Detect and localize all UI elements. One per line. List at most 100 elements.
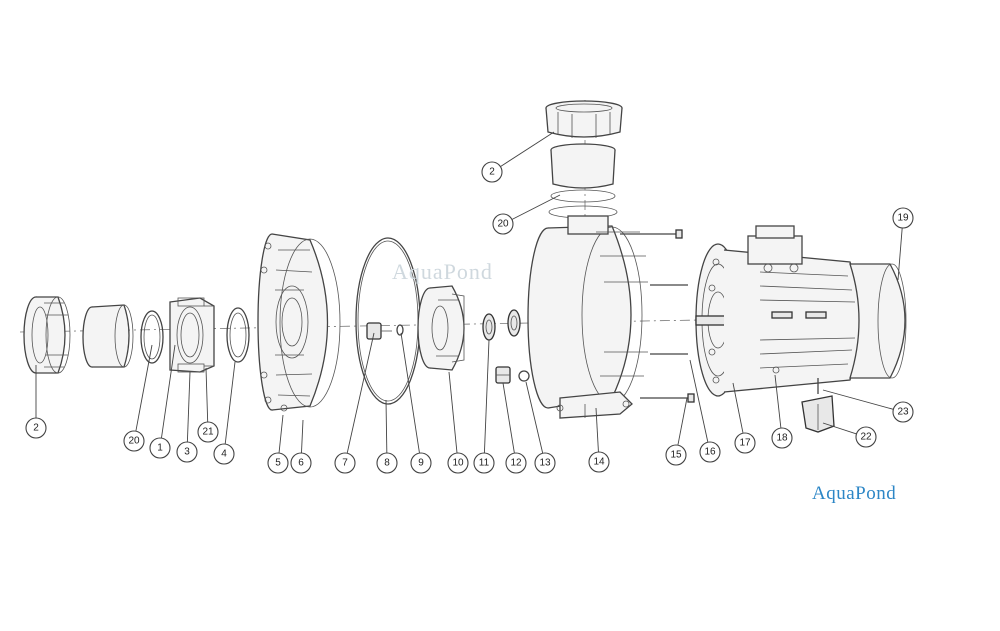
- part-11-seal: [482, 313, 496, 341]
- callout-number: 7: [342, 458, 348, 469]
- callout-circle: [334, 452, 356, 474]
- callout-number: 23: [897, 407, 909, 418]
- part-18-motor-body: [723, 225, 861, 393]
- leader-line: [500, 131, 555, 167]
- callout-circle: [473, 452, 495, 474]
- callout-12: 12: [502, 382, 527, 474]
- part-12-plug: [495, 366, 511, 384]
- callout-number: 16: [704, 447, 716, 458]
- callout-16: 16: [689, 359, 721, 463]
- part-20-pipe-tail-left: [82, 304, 134, 368]
- callout-number: 9: [418, 458, 424, 469]
- callout-number: 3: [184, 447, 190, 458]
- part-1-o-ring: [140, 310, 164, 364]
- leader-line: [822, 422, 857, 435]
- callout-20: 20: [123, 344, 153, 452]
- leader-line: [525, 381, 544, 454]
- callout-7: 7: [334, 332, 375, 474]
- callout-circle: [410, 452, 432, 474]
- part-3-flange-connector: [169, 297, 215, 373]
- callout-number: 2: [33, 423, 39, 434]
- leader-line: [278, 414, 284, 454]
- leader-line: [301, 419, 304, 454]
- callout-circle: [290, 452, 312, 474]
- callout-number: 8: [384, 458, 390, 469]
- leader-line: [205, 367, 209, 423]
- part-11b-seal: [507, 309, 521, 337]
- leader-line: [774, 374, 782, 429]
- callout-circle: [213, 443, 235, 465]
- callout-circle: [892, 207, 914, 229]
- callout-19: 19: [892, 207, 914, 281]
- leader-line: [400, 332, 420, 454]
- callout-number: 21: [202, 427, 214, 438]
- callout-3: 3: [176, 371, 198, 463]
- leader-line: [822, 389, 894, 410]
- callout-circle: [197, 421, 219, 443]
- callout-number: 18: [776, 433, 788, 444]
- callout-number: 6: [298, 458, 304, 469]
- callout-circle: [176, 441, 198, 463]
- part-22-foot: [801, 395, 835, 433]
- part-2-union-nut-top: [545, 100, 623, 138]
- callout-circle: [267, 452, 289, 474]
- callout-8: 8: [376, 399, 398, 474]
- leader-line: [385, 399, 388, 454]
- callout-circle: [665, 444, 687, 466]
- callout-9: 9: [400, 332, 432, 474]
- leader-line: [897, 227, 903, 281]
- callout-2: 2: [25, 365, 47, 439]
- leader-line: [732, 382, 744, 434]
- callout-21: 21: [197, 367, 219, 443]
- part-4-gasket: [226, 307, 250, 363]
- callout-1: 1: [149, 344, 176, 459]
- callout-11: 11: [473, 339, 495, 474]
- callout-circle: [447, 452, 469, 474]
- callout-number: 15: [670, 450, 682, 461]
- part-9-washer: [396, 324, 404, 336]
- callout-17: 17: [732, 382, 756, 454]
- leader-line: [595, 407, 599, 453]
- leader-line: [160, 344, 176, 439]
- callout-number: 20: [128, 436, 140, 447]
- leader-line: [502, 382, 515, 454]
- part-19-fan-cover: [849, 263, 907, 379]
- aquapond-logo: AquaPond: [812, 483, 896, 504]
- callout-number: 10: [452, 458, 464, 469]
- callout-circle: [505, 452, 527, 474]
- leader-line: [689, 359, 709, 443]
- callout-circle: [892, 401, 914, 423]
- callout-number: 12: [510, 458, 522, 469]
- part-15-bolts: [620, 229, 695, 403]
- callout-circle: [123, 430, 145, 452]
- callout-circle: [771, 427, 793, 449]
- callout-number: 2: [489, 167, 495, 178]
- leader-line: [448, 371, 458, 454]
- callout-number: 4: [221, 449, 227, 460]
- callout-circle: [376, 452, 398, 474]
- callout-number: 19: [897, 213, 909, 224]
- callout-22: 22: [822, 422, 877, 448]
- leader-line: [483, 339, 490, 454]
- callout-number: 14: [593, 457, 605, 468]
- part-6-pump-cover: [257, 233, 341, 412]
- leader-line: [186, 371, 191, 443]
- callout-15: 15: [665, 397, 688, 466]
- leader-line: [224, 361, 236, 445]
- callout-circle: [699, 441, 721, 463]
- callout-18: 18: [771, 374, 793, 449]
- part-10-impeller: [417, 285, 465, 371]
- callout-6: 6: [290, 419, 312, 474]
- callout-circle: [25, 417, 47, 439]
- part-14-pump-housing: [527, 215, 648, 419]
- leader-line: [346, 332, 375, 454]
- callout-20-top: 20: [492, 194, 561, 235]
- callout-5: 5: [267, 414, 289, 474]
- callout-number: 17: [739, 438, 751, 449]
- callout-number: 20: [497, 219, 509, 230]
- callout-circle: [481, 161, 503, 183]
- callout-number: 1: [157, 443, 163, 454]
- callout-circle: [855, 426, 877, 448]
- leader-line: [677, 397, 688, 446]
